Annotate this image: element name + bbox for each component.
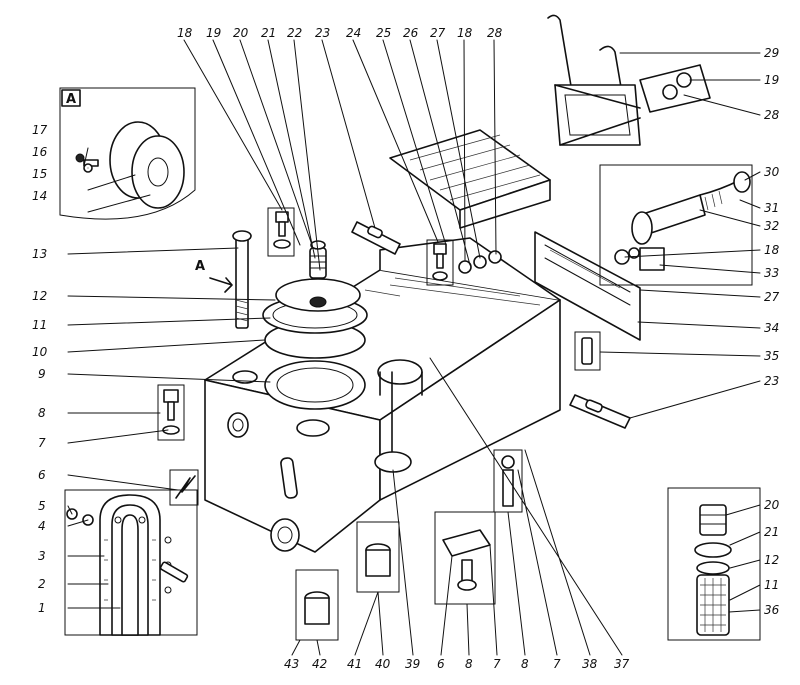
callout-left-9: 9 [38, 367, 46, 381]
callout-bottom-41: 41 [347, 657, 362, 671]
callout-left-16: 16 [32, 145, 48, 159]
callout-right-33: 33 [764, 266, 779, 280]
bracket-lower [569, 394, 631, 429]
callout-bottom-37: 37 [614, 657, 630, 671]
callout-left-5: 5 [38, 499, 46, 513]
callout-right-11: 11 [764, 578, 779, 592]
callout-left-1: 1 [38, 601, 46, 615]
callout-left-14: 14 [32, 189, 47, 203]
callout-left-6: 6 [38, 468, 46, 482]
filter-element [667, 487, 761, 641]
callout-left-13: 13 [32, 247, 47, 261]
callout-bottom-7b: 7 [553, 657, 561, 671]
callout-left-7: 7 [38, 436, 46, 450]
view-arrow-a: A [195, 259, 233, 293]
callout-bottom-43: 43 [284, 657, 299, 671]
callout-right-19: 19 [764, 73, 779, 87]
filler-flange [232, 359, 423, 437]
callout-left-15: 15 [32, 167, 47, 181]
callout-left-3: 3 [38, 549, 46, 563]
callout-top-28: 28 [487, 26, 503, 40]
carry-handle [547, 14, 711, 146]
callout-bottom-40: 40 [375, 657, 391, 671]
callout-top-25: 25 [376, 26, 391, 40]
hinged-lid [389, 129, 551, 229]
callout-left-12: 12 [32, 289, 47, 303]
inset-a: A [59, 87, 196, 220]
callout-right-32: 32 [764, 219, 779, 233]
leader-lines [67, 39, 761, 656]
callout-left-4: 4 [38, 519, 46, 533]
callout-right-36: 36 [764, 603, 780, 617]
callout-right-21: 21 [764, 525, 779, 539]
cover-stack [262, 240, 368, 359]
callout-top-19: 19 [206, 26, 221, 40]
callout-right-27: 27 [764, 290, 780, 304]
callout-right-34: 34 [764, 321, 779, 335]
callout-top-24: 24 [346, 26, 361, 40]
callout-top-18a: 18 [177, 26, 193, 40]
callouts-left: 17 16 15 14 13 12 11 10 9 8 7 6 5 4 3 2 … [32, 123, 48, 615]
callout-top-23: 23 [315, 26, 330, 40]
long-bolt [232, 230, 252, 329]
inset-letter: A [66, 92, 76, 107]
callout-bottom-7a: 7 [493, 657, 501, 671]
bolt-box-upper [267, 207, 295, 257]
callout-left-17: 17 [32, 123, 48, 137]
callout-bottom-42: 42 [312, 657, 327, 671]
callout-right-28: 28 [764, 108, 780, 122]
callout-bottom-8a: 8 [465, 657, 473, 671]
callout-right-18: 18 [764, 243, 780, 257]
clip-right [574, 331, 601, 371]
callout-top-27: 27 [430, 26, 446, 40]
bolt-box-left [157, 384, 185, 441]
callout-right-20: 20 [764, 498, 780, 512]
callout-right-29: 29 [764, 46, 779, 60]
inset-b [64, 489, 198, 636]
bracket-upper [351, 221, 401, 255]
callout-top-26: 26 [403, 26, 419, 40]
callout-bottom-6: 6 [437, 657, 445, 671]
callout-bottom-39: 39 [405, 657, 420, 671]
callout-right-30: 30 [764, 165, 780, 179]
callout-bottom-38: 38 [582, 657, 598, 671]
callout-left-2: 2 [38, 577, 46, 591]
valve-assembly [599, 164, 753, 286]
callout-left-8: 8 [38, 406, 46, 420]
callout-top-22: 22 [287, 26, 302, 40]
callout-left-11: 11 [32, 318, 47, 332]
clip-left [169, 469, 199, 506]
callout-right-35: 35 [764, 349, 779, 363]
bolt-box-middle [426, 239, 454, 286]
side-cover-plate [534, 231, 641, 341]
arrow-letter: A [195, 259, 205, 274]
callouts-bottom: 43 42 41 40 39 6 8 7 8 7 38 37 [284, 657, 630, 671]
callout-right-12: 12 [764, 553, 779, 567]
callout-right-23: 23 [764, 374, 779, 388]
callout-top-21: 21 [261, 26, 276, 40]
callout-left-10: 10 [32, 345, 48, 359]
callouts-right: 29 19 28 30 31 32 18 33 27 34 35 23 20 2… [764, 46, 780, 617]
callout-bottom-8b: 8 [521, 657, 529, 671]
callouts-top: 18 19 20 21 22 23 24 25 26 27 18 28 [177, 26, 503, 40]
callout-top-18b: 18 [457, 26, 473, 40]
callout-right-31: 31 [764, 201, 779, 215]
callout-top-20: 20 [233, 26, 249, 40]
